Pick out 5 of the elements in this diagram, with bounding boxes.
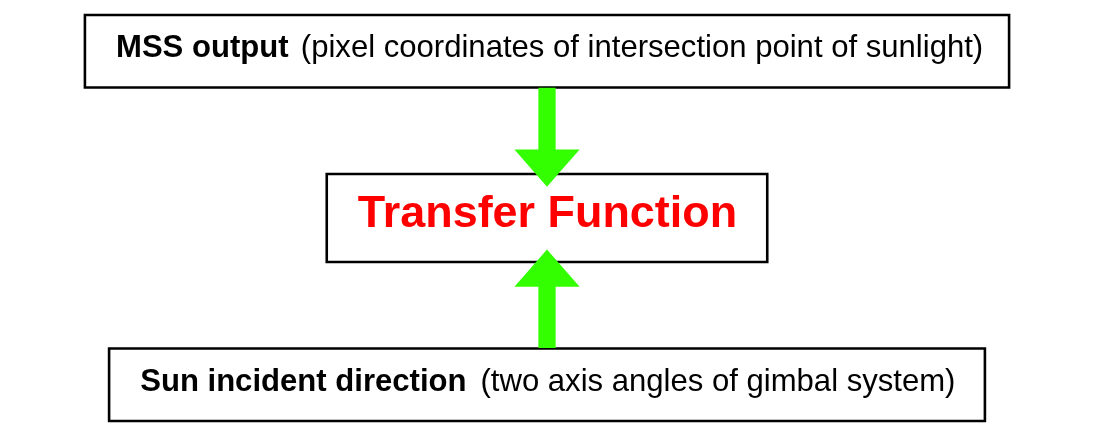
arrow: [514, 87, 580, 187]
node-box: MSS output (pixel coordinates of intersection point of sunlight): [83, 13, 1011, 89]
arrow: [514, 249, 580, 349]
node-box: Sun incident direction (two axis angles of gimbal system): [107, 347, 987, 423]
node-box: Transfer Function: [325, 172, 769, 264]
